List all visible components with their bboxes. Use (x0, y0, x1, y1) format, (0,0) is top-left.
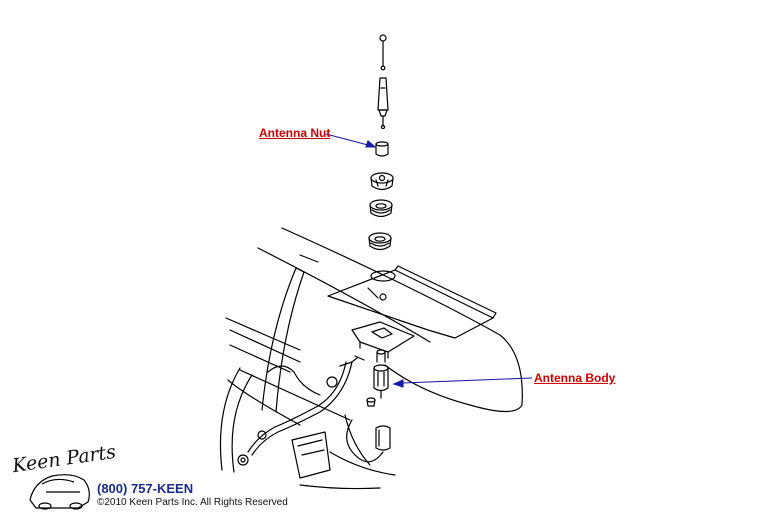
antenna-cable (237, 355, 365, 466)
antenna-mast (377, 77, 389, 130)
fender-panel (257, 227, 523, 413)
antenna-gasket-upper (369, 199, 393, 218)
mounting-bracket (327, 265, 497, 339)
antenna-nut-part (375, 141, 389, 157)
mounting-screw (366, 397, 376, 407)
corvette-car-icon (29, 474, 90, 510)
callout-leader-lines (325, 133, 533, 388)
fender-well (219, 365, 396, 490)
arrow-icon (392, 379, 404, 388)
antenna-body-label[interactable]: Antenna Body (534, 371, 616, 385)
antenna-bezel (370, 172, 394, 191)
cable-connector (346, 419, 391, 463)
antenna-body-part (373, 349, 389, 399)
antenna-gasket-lower (368, 232, 392, 251)
copyright-notice: ©2010 Keen Parts Inc. All Rights Reserve… (97, 497, 288, 508)
windshield-pillar (225, 267, 351, 426)
phone-number: (800) 757-KEEN (97, 481, 194, 496)
arrow-icon (365, 140, 377, 148)
antenna-mast-tip (379, 34, 387, 71)
lower-bracket (351, 321, 415, 359)
antenna-nut-label[interactable]: Antenna Nut (259, 126, 331, 140)
fender-hole (370, 270, 396, 282)
